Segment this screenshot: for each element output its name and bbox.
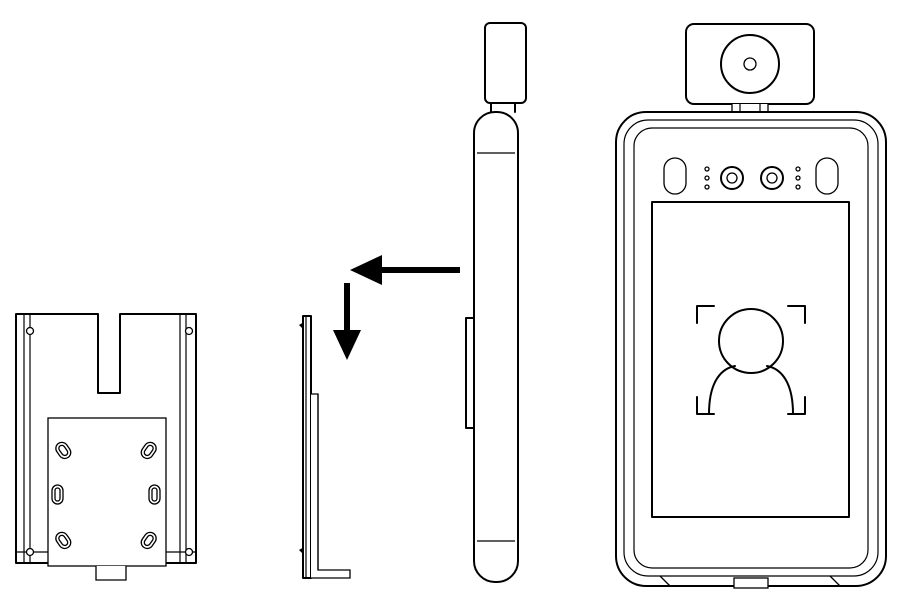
terminal-side [465,22,527,583]
arrow-left [350,255,460,285]
terminal-front [615,23,887,589]
arrow-down [333,283,361,360]
camera-row [663,157,839,195]
wall-mount-bracket-front [15,313,197,581]
person-icon [708,308,794,415]
mounting-slots [51,441,161,550]
wall-mount-bracket-side [299,315,351,579]
display-screen [651,201,850,518]
